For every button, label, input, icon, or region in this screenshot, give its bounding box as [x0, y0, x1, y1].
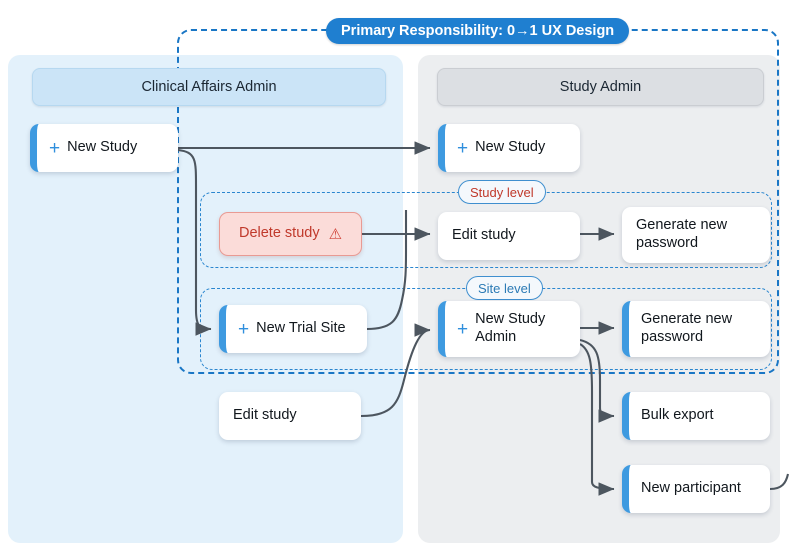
card-label: Delete study: [238, 225, 320, 242]
lane-header-label: Clinical Affairs Admin: [141, 79, 277, 95]
card-new-study-study-admin[interactable]: + New Study: [438, 124, 580, 172]
lane-header-label: Study Admin: [559, 79, 642, 95]
warning-triangle-icon: ⚠: [328, 225, 343, 243]
card-label: Edit study: [233, 407, 297, 424]
card-label: Bulk export: [641, 407, 714, 424]
card-label: Generate new password: [636, 217, 728, 251]
card-generate-new-password-study-level[interactable]: Generate new password: [622, 207, 770, 263]
card-label: New Study: [475, 139, 546, 156]
card-edit-study-study-level[interactable]: Edit study: [438, 212, 580, 260]
lane-header-clinical-affairs-admin: Clinical Affairs Admin: [32, 68, 386, 106]
card-new-trial-site[interactable]: + New Trial Site: [219, 305, 367, 353]
badge-primary-responsibility: Primary Responsibility: 0→1 UX Design: [326, 18, 630, 44]
card-label: Edit study: [452, 227, 516, 244]
badge-label: Primary Responsibility: 0→1 UX Design: [341, 23, 615, 39]
card-delete-study[interactable]: Delete study ⚠: [219, 212, 362, 256]
card-new-study-admin[interactable]: + New Study Admin: [438, 301, 580, 357]
plus-icon: +: [238, 318, 250, 340]
card-edit-study-bottom[interactable]: Edit study: [219, 392, 361, 440]
card-label: New Study: [67, 139, 138, 156]
card-label: Generate new password: [641, 311, 733, 345]
badge-label: Site level: [478, 280, 531, 296]
card-new-participant[interactable]: New participant: [622, 465, 770, 513]
card-label: New Study Admin: [475, 311, 546, 345]
plus-icon: +: [457, 318, 469, 340]
plus-icon: +: [49, 137, 61, 159]
badge-site-level: Site level: [466, 276, 543, 300]
plus-icon: +: [457, 137, 469, 159]
card-bulk-export[interactable]: Bulk export: [622, 392, 770, 440]
card-label: New Trial Site: [256, 320, 346, 337]
card-new-study-clinical-affairs[interactable]: + New Study: [30, 124, 178, 172]
badge-study-level: Study level: [458, 180, 546, 204]
card-generate-new-password-site-level[interactable]: Generate new password: [622, 301, 770, 357]
badge-label: Study level: [470, 184, 534, 200]
lane-header-study-admin: Study Admin: [437, 68, 764, 106]
card-label: New participant: [641, 480, 741, 497]
